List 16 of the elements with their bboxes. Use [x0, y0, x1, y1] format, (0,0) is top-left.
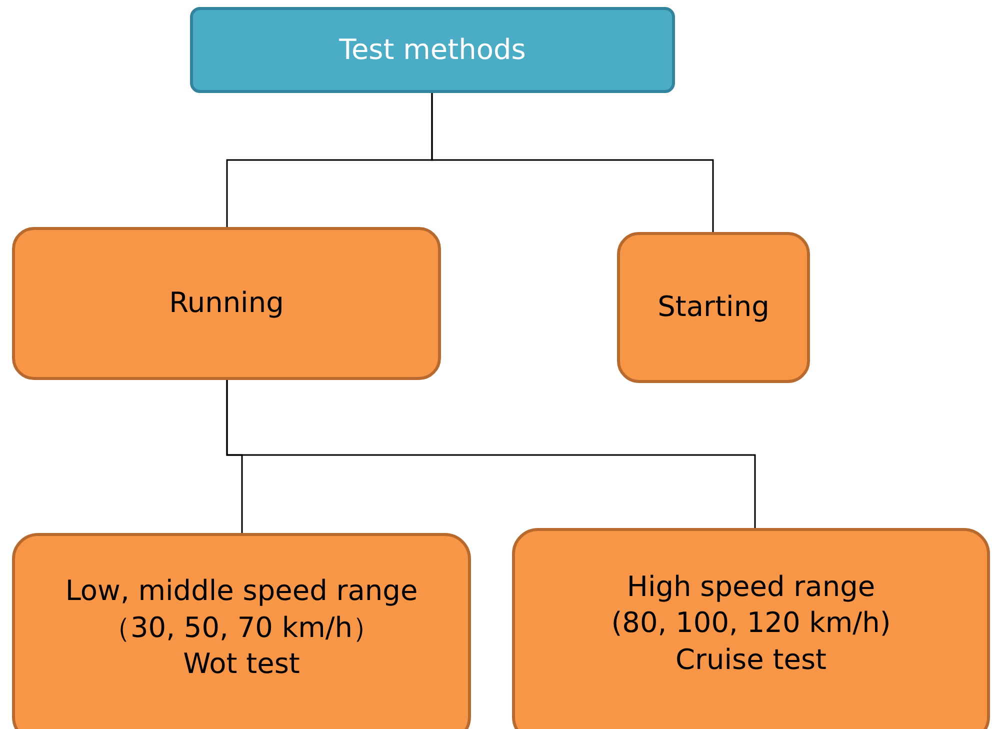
node-label: Wot test — [183, 646, 300, 682]
connector-line — [226, 380, 756, 528]
node-label: (80, 100, 120 km/h) — [611, 605, 891, 642]
title-box — [190, 7, 675, 93]
node-label: Cruise test — [675, 642, 827, 678]
process-box — [12, 227, 441, 380]
node-label: Starting — [658, 289, 770, 326]
node-label: High speed range — [626, 568, 876, 605]
process-box — [617, 232, 810, 383]
process-box — [12, 533, 471, 729]
connector-line — [431, 93, 714, 232]
node-label: Low, middle speed range — [65, 573, 418, 610]
node-label: Test methods — [339, 32, 526, 68]
node-label: Running — [169, 285, 284, 322]
node-label: （30, 50, 70 km/h） — [102, 610, 381, 646]
process-box — [512, 528, 990, 729]
